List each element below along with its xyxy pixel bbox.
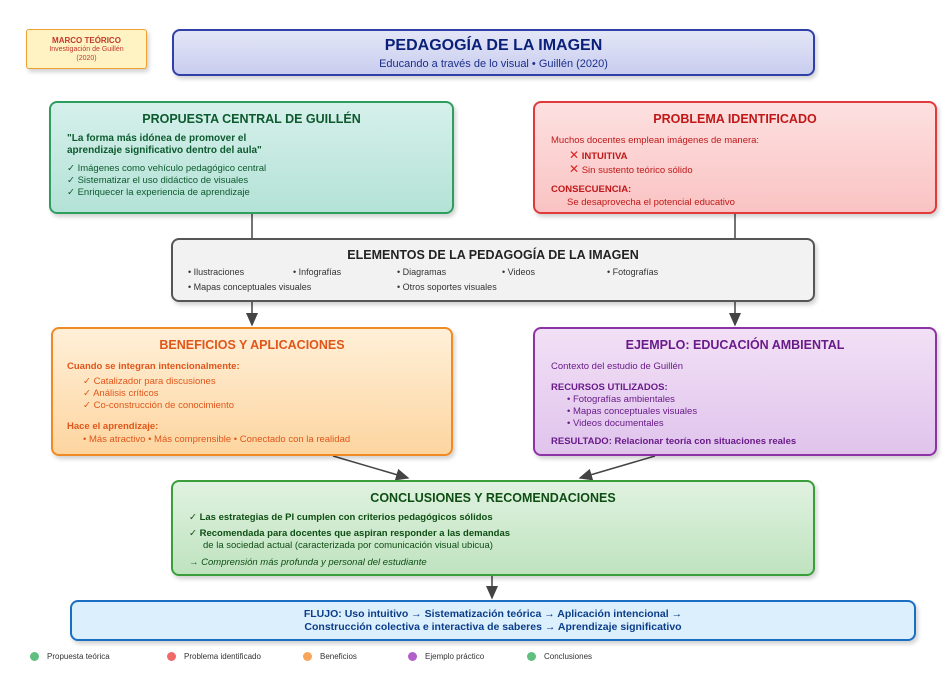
elemento-item: • Otros soportes visuales — [397, 282, 497, 292]
x1-text: INTUITIVA — [581, 151, 628, 162]
list-item: ✓ Co-construcción de conocimiento — [83, 400, 235, 411]
propuesta-list: ✓ Imágenes como vehículo pedagógico cent… — [67, 163, 452, 199]
legend-item: Propuesta teórica — [30, 652, 110, 661]
conclusion-2-cont: de la sociedad actual (caracterizada por… — [203, 540, 493, 551]
page-title: PEDAGOGÍA DE LA IMAGEN — [384, 37, 603, 54]
legend-label: Beneficios — [320, 652, 357, 661]
propuesta-title: PROPUESTA CENTRAL DE GUILLÉN — [142, 112, 361, 126]
elemento-item: • Videos — [502, 267, 536, 277]
legend-item: Conclusiones — [527, 652, 592, 661]
quote-line-1: "La forma más idónea de promover el — [67, 133, 247, 144]
elemento-item: • Fotografías — [607, 267, 659, 277]
list-item: • Fotografías ambientales — [567, 394, 675, 405]
quote-line-2: aprendizaje significativo dentro del aul… — [67, 145, 262, 156]
problema-x2: ✕ Sin sustento teórico sólido — [569, 163, 935, 177]
legend-label: Ejemplo práctico — [425, 652, 485, 661]
conclusiones-box: CONCLUSIONES Y RECOMENDACIONES ✓ Las est… — [171, 480, 815, 576]
beneficios-title: BENEFICIOS Y APLICACIONES — [159, 338, 345, 352]
legend-dot-icon — [30, 652, 39, 661]
ejemplo-result: RESULTADO: Relacionar teoría con situaci… — [551, 436, 797, 447]
marco-teorico-badge: MARCO TEÓRICO Investigación de Guillén (… — [26, 29, 147, 69]
problema-box: PROBLEMA IDENTIFICADO Muchos docentes em… — [533, 101, 937, 214]
beneficios-list: ✓ Catalizador para discusiones ✓ Análisi… — [83, 376, 451, 412]
problema-x1: ✕ INTUITIVA — [569, 149, 935, 163]
flujo-box: FLUJO: Uso intuitivo → Sistematización t… — [70, 600, 916, 641]
legend-label: Conclusiones — [544, 652, 593, 661]
problema-intro: Muchos docentes emplean imágenes de mane… — [551, 135, 760, 146]
legend-item: Beneficios — [303, 652, 357, 661]
elementos-box: ELEMENTOS DE LA PEDAGOGÍA DE LA IMAGEN •… — [171, 238, 815, 302]
elemento-item: • Diagramas — [397, 267, 447, 277]
flujo-line-1: FLUJO: Uso intuitivo → Sistematización t… — [303, 608, 683, 620]
list-item: • Mapas conceptuales visuales — [567, 406, 698, 417]
conclusion-2: ✓ Recomendada para docentes que aspiran … — [189, 528, 511, 539]
list-item: ✓ Catalizador para discusiones — [83, 376, 216, 387]
header-box: PEDAGOGÍA DE LA IMAGEN Educando a través… — [172, 29, 815, 76]
legend-dot-icon — [303, 652, 312, 661]
beneficios-box: BENEFICIOS Y APLICACIONES Cuando se inte… — [51, 327, 453, 456]
list-item: ✓ Análisis críticos — [83, 388, 159, 399]
propuesta-box: PROPUESTA CENTRAL DE GUILLÉN "La forma m… — [49, 101, 454, 214]
propuesta-quote: "La forma más idónea de promover el apre… — [67, 133, 452, 157]
ejemplo-box: EJEMPLO: EDUCACIÓN AMBIENTAL Contexto de… — [533, 327, 937, 456]
marco-title: MARCO TEÓRICO — [52, 36, 121, 45]
legend-dot-icon — [527, 652, 536, 661]
flujo-line-2: Construcción colectiva e interactiva de … — [304, 621, 682, 633]
ejemplo-context: Contexto del estudio de Guillén — [551, 361, 684, 372]
list-item: • Videos documentales — [567, 418, 664, 429]
conclusion-3: → Comprensión más profunda y personal de… — [189, 557, 427, 568]
marco-sub2: (2020) — [76, 55, 97, 62]
legend-item: Ejemplo práctico — [408, 652, 484, 661]
list-item: ✓ Enriquecer la experiencia de aprendiza… — [67, 187, 250, 198]
marco-sub1: Investigación de Guillén — [49, 46, 124, 53]
legend-dot-icon — [408, 652, 417, 661]
list-item: ✓ Imágenes como vehículo pedagógico cent… — [67, 163, 267, 174]
elementos-title: ELEMENTOS DE LA PEDAGOGÍA DE LA IMAGEN — [347, 248, 639, 262]
recursos-list: • Fotografías ambientales • Mapas concep… — [567, 394, 935, 430]
legend-dot-icon — [167, 652, 176, 661]
conclusiones-title: CONCLUSIONES Y RECOMENDACIONES — [370, 491, 616, 505]
elemento-item: • Infografías — [293, 267, 342, 277]
recursos-heading: RECURSOS UTILIZADOS: — [551, 382, 668, 393]
beneficios-line: • Más atractivo • Más comprensible • Con… — [83, 434, 351, 445]
arrow-ejemplo-conclusiones — [578, 455, 656, 481]
elemento-item: • Ilustraciones — [188, 267, 245, 277]
beneficios-heading: Cuando se integran intencionalmente: — [67, 361, 240, 372]
arrow-beneficios-conclusiones — [332, 455, 410, 481]
problema-title: PROBLEMA IDENTIFICADO — [653, 112, 817, 126]
consecuencia-text: Se desaprovecha el potencial educativo — [567, 197, 735, 208]
legend-label: Problema identificado — [184, 652, 261, 661]
conclusion-1: ✓ Las estrategias de PI cumplen con crit… — [189, 512, 493, 523]
elementos-grid: • Ilustraciones • Infografías • Diagrama… — [173, 262, 813, 294]
ejemplo-title: EJEMPLO: EDUCACIÓN AMBIENTAL — [625, 338, 845, 352]
beneficios-heading-2: Hace el aprendizaje: — [67, 421, 159, 432]
x-mark-icon: ✕ — [569, 162, 580, 176]
legend-item: Problema identificado — [167, 652, 261, 661]
list-item: ✓ Sistematizar el uso didáctico de visua… — [67, 175, 249, 186]
consecuencia-label: CONSECUENCIA: — [551, 184, 632, 195]
x-mark-icon: ✕ — [569, 148, 580, 162]
legend-label: Propuesta teórica — [47, 652, 110, 661]
legend: Propuesta teórica Problema identificado … — [30, 652, 930, 666]
page-subtitle: Educando a través de lo visual • Guillén… — [379, 58, 608, 70]
x2-text: Sin sustento teórico sólido — [581, 165, 693, 176]
elemento-item: • Mapas conceptuales visuales — [188, 282, 312, 292]
